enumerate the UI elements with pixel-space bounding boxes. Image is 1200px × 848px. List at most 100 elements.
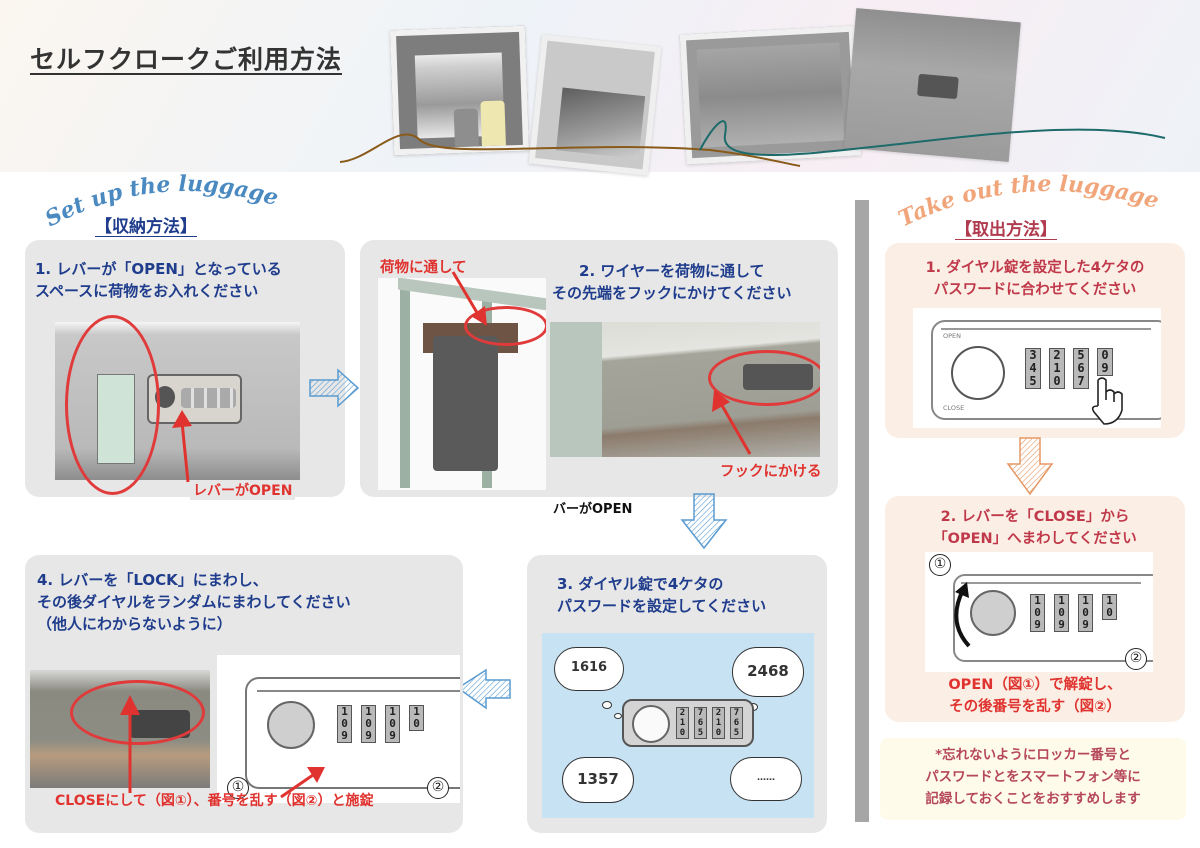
setup-step-3-title: 3. ダイヤル錠で4ケタの パスワードを設定してください bbox=[557, 575, 767, 615]
cloud-4: …… bbox=[730, 757, 802, 801]
cloud-3: 1357 bbox=[562, 757, 634, 803]
wheel-digit: 1 bbox=[1106, 594, 1113, 607]
wheel-digit: 9 bbox=[1101, 361, 1109, 375]
wheel-digit: 0 bbox=[1082, 606, 1089, 619]
marker-2: ② bbox=[427, 777, 449, 799]
setup-step-2-title: 2. ワイヤーを荷物に通して その先端をフックにかけてください bbox=[552, 262, 792, 302]
takeout-heading: 【取出方法】 bbox=[955, 220, 1057, 240]
wheel-digit: 2 bbox=[679, 708, 686, 718]
setup-heading: 【収納方法】 bbox=[95, 217, 197, 237]
red-arrow-icon bbox=[172, 410, 192, 483]
wheel-digit: 0 bbox=[1101, 348, 1109, 362]
wheel-digit: 1 bbox=[1034, 594, 1041, 607]
setup-step-3-card: 3. ダイヤル錠で4ケタの パスワードを設定してください 1616 2468 1… bbox=[527, 555, 827, 833]
rotate-arrow-icon bbox=[954, 582, 971, 648]
wheel-digit: 7 bbox=[697, 708, 704, 718]
wheel-digit: 1 bbox=[1053, 361, 1061, 375]
red-arrow-icon bbox=[451, 271, 487, 326]
pointing-hand-icon bbox=[1091, 377, 1123, 425]
wheel-digit: 1 bbox=[389, 705, 396, 718]
step-2-note-right: フックにかける bbox=[720, 464, 822, 480]
step-4-lock-photo bbox=[30, 670, 210, 788]
wheel-digit: 1 bbox=[413, 705, 420, 718]
wheel-digit: 9 bbox=[1034, 618, 1041, 631]
setup-step-2-card: 荷物に通して 2. ワイヤーを荷物に通して その先端をフックにかけてください フ… bbox=[360, 240, 838, 497]
wheel-digit: 0 bbox=[1053, 374, 1061, 388]
wheel-digit: 0 bbox=[715, 728, 722, 738]
wheel-digit: 0 bbox=[341, 717, 348, 730]
wheel-digit: 0 bbox=[1058, 606, 1065, 619]
wheel-digit: 5 bbox=[1077, 348, 1085, 362]
stray-label: バーがOPEN bbox=[553, 502, 633, 517]
wheel-digit: 2 bbox=[1053, 348, 1061, 362]
wheel-digit: 1 bbox=[1058, 594, 1065, 607]
red-arrow-icon bbox=[712, 390, 752, 455]
open-label: OPEN bbox=[943, 332, 962, 340]
wheel-digit: 9 bbox=[341, 729, 348, 742]
step-1-note: レバーがOPEN bbox=[190, 480, 296, 500]
wheel-digit: 0 bbox=[389, 717, 396, 730]
red-arrow-icon bbox=[120, 695, 140, 793]
cloud-2: 2468 bbox=[732, 647, 804, 697]
wheel-digit: 1 bbox=[341, 705, 348, 718]
wheel-digit: 9 bbox=[365, 729, 372, 742]
wheel-digit: 6 bbox=[733, 718, 740, 728]
takeout-step-1-title: 1. ダイヤル錠を設定した4ケタの パスワードに合わせてください bbox=[925, 260, 1145, 298]
marker-1: ① bbox=[227, 777, 249, 799]
wheel-digit: 6 bbox=[1077, 361, 1085, 375]
arrow-left-icon bbox=[456, 668, 511, 710]
page-title: セルフクロークご利用方法 bbox=[30, 45, 343, 74]
setup-step-4-title: 4. レバーを「LOCK」にまわし、 その後ダイヤルをランダムにまわしてください… bbox=[37, 571, 351, 633]
wheel-digit: 7 bbox=[733, 708, 740, 718]
close-label: CLOSE bbox=[943, 404, 965, 412]
marker-2: ② bbox=[1125, 648, 1147, 670]
decorative-wire-curve bbox=[339, 120, 1166, 167]
wheel-digit: 5 bbox=[697, 728, 704, 738]
takeout-step-1-card: 1. ダイヤル錠を設定した4ケタの パスワードに合わせてください OPEN CL… bbox=[885, 243, 1185, 438]
reminder-note: *忘れないようにロッカー番号と パスワードとをスマートフォン等に 記録しておくこ… bbox=[880, 738, 1186, 820]
setup-arc-title: Set up the luggage bbox=[41, 172, 281, 232]
setup-step-1-title: 1. レバーが「OPEN」となっている スペースに荷物をお入れください bbox=[35, 260, 282, 300]
wheel-digit: 0 bbox=[365, 717, 372, 730]
wheel-digit: 4 bbox=[1029, 361, 1037, 375]
wheel-digit: 1 bbox=[365, 705, 372, 718]
red-arrow-icon bbox=[280, 767, 325, 799]
step-2-note-left: 荷物に通して bbox=[380, 260, 467, 276]
wheel-digit: 2 bbox=[715, 708, 722, 718]
step-2-hook-image bbox=[550, 322, 820, 457]
wheel-digit: 9 bbox=[389, 729, 396, 742]
cloud-1: 1616 bbox=[554, 647, 624, 691]
wheel-digit: 0 bbox=[679, 728, 686, 738]
wheel-digit: 9 bbox=[1082, 618, 1089, 631]
wheel-digit: 1 bbox=[715, 718, 722, 728]
wheel-digit: 1 bbox=[679, 718, 686, 728]
wheel-digit: 9 bbox=[1058, 618, 1065, 631]
takeout-step-2-title: 2. レバーを「CLOSE」から 「OPEN」へまわしてください bbox=[933, 509, 1137, 547]
wheel-digit: 0 bbox=[1034, 606, 1041, 619]
wheel-digit: 5 bbox=[1029, 374, 1037, 388]
arrow-down-icon bbox=[1006, 437, 1054, 496]
step-2-frame-image bbox=[378, 278, 546, 490]
setup-step-1-card: 1. レバーが「OPEN」となっている スペースに荷物をお入れください レバーが… bbox=[25, 240, 345, 500]
wheel-digit: 5 bbox=[733, 728, 740, 738]
wheel-digit: 1 bbox=[1082, 594, 1089, 607]
